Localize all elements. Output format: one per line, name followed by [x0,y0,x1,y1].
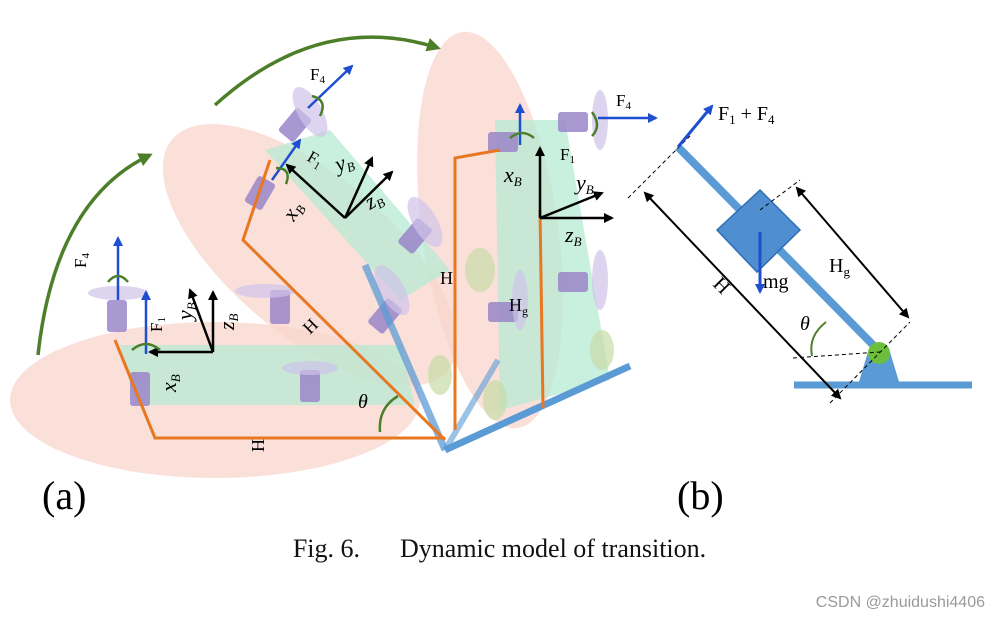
rotation-curls [107,94,599,351]
f1-plus-f4-arrow [676,104,714,148]
orange-frame-2 [241,159,447,442]
pivot-base [858,352,900,385]
f4-label-2: F4 [310,65,325,86]
propeller-group [88,87,608,375]
panel-b: F1 + F4 mg Hg H θ (b) [627,103,972,518]
support-link-2 [442,358,501,452]
body-axes-a [148,146,614,357]
orange-frame-1 [113,339,445,440]
h-dimension-arrow [643,191,842,400]
force-sum-label: F1 + F4 [718,103,775,127]
drone-body-2 [265,130,450,300]
caption-text: Dynamic model of transition. [400,534,707,563]
caption-number: Fig. 6. [292,534,360,563]
xb-label-3: xB [503,162,522,189]
drone-body-3 [495,120,610,410]
theta-arc-a [378,394,399,433]
theta-label-b: θ [800,313,810,335]
f1-label-3: F1 [560,145,575,166]
transition-arrow-1 [36,153,153,356]
drone-body-1 [120,345,415,405]
ground-line [443,362,632,454]
panel-a: F4 F1 xB yB zB F4 F1 xB yB zB F4 F1 xB y… [10,31,658,518]
zb-label-1: zB [214,313,241,331]
support-link-1 [361,263,449,452]
h-label-b: H [708,273,734,299]
f1-label-1: F1 [147,317,168,332]
mg-label: mg [763,271,789,293]
yb-label-1: yB [172,302,199,322]
watermark: CSDN @zhuidushi4406 [815,594,985,611]
f4-label-3: F4 [616,91,631,112]
orange-frame-3 [453,148,501,430]
leg-group [428,248,614,420]
hg-label-a: Hg [509,295,528,318]
yb-label-3: yB [574,170,594,197]
figure-caption: Fig. 6. Dynamic model of transition. [0,534,999,564]
transition-arrow-2 [213,35,441,107]
h-label-vertical: H [440,268,453,288]
panel-a-label: (a) [42,473,86,518]
f4-label-1: F4 [71,253,92,268]
hg-dimension-arrow [795,186,910,319]
orange-frame-3b [538,209,545,409]
theta-arc-b [810,321,827,357]
zb-label-3: zB [564,222,582,249]
panel-b-label: (b) [677,473,724,518]
xb-label-1: xB [156,374,183,393]
theta-label-a: θ [358,391,368,413]
hg-label-b: Hg [829,255,850,279]
h-label-bottom: H [248,439,268,452]
